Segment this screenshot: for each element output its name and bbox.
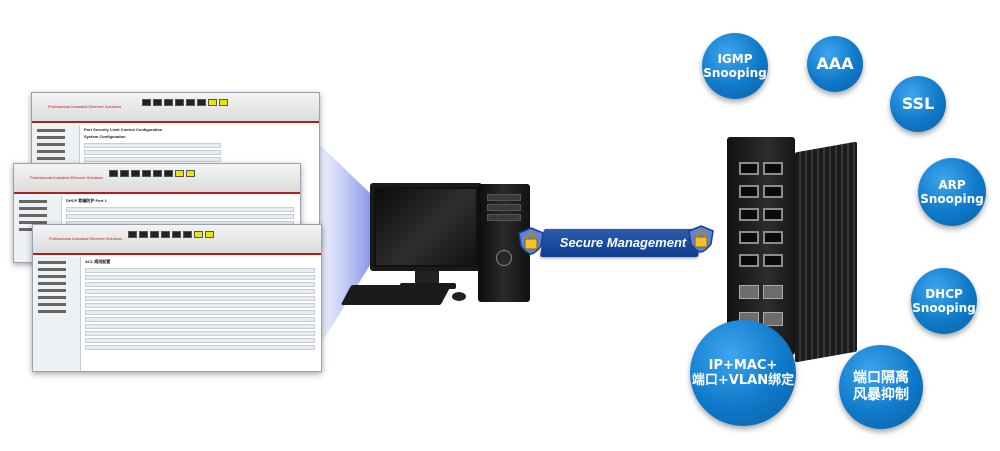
- aaa-bubble: AAA: [807, 36, 863, 92]
- screenshot-header: Professional Industrial Ethernet Solutio…: [32, 93, 319, 123]
- dhcp-snooping-label: DHCP Snooping: [912, 286, 976, 315]
- ip-mac-binding-label: IP+MAC+ 端口+VLAN绑定: [691, 357, 795, 388]
- screenshot-header: Professional Industrial Ethernet Solutio…: [14, 164, 300, 194]
- aaa-label: AAA: [816, 53, 854, 73]
- igmp-snooping-bubble: IGMP Snooping: [702, 33, 768, 99]
- ip-mac-binding-bubble: IP+MAC+ 端口+VLAN绑定: [690, 320, 796, 426]
- ssl-bubble: SSL: [890, 76, 946, 132]
- page-title: ACL 规则配置: [85, 259, 111, 264]
- secure-management-label: Secure Management: [559, 235, 687, 250]
- port-panel: [109, 170, 195, 177]
- arp-snooping-bubble: ARP Snooping: [918, 158, 986, 226]
- screenshot-content: ACL 规则配置: [85, 259, 315, 367]
- page-title: Port Security Limit Control Configuratio…: [84, 127, 163, 132]
- section-title: System Configuration: [84, 134, 126, 139]
- mouse: [452, 292, 466, 301]
- padlock-shield-icon: [518, 227, 544, 255]
- arp-snooping-label: ARP Snooping: [920, 177, 984, 206]
- hp-logo-icon: [496, 250, 512, 266]
- keyboard: [340, 285, 452, 305]
- screenshot-sidebar: [33, 257, 81, 371]
- screenshot-content: Port Security Limit Control Configuratio…: [84, 127, 313, 242]
- switch-heatsink: [795, 141, 857, 363]
- port-panel: [128, 231, 214, 238]
- padlock-shield-icon: [688, 225, 714, 253]
- igmp-snooping-label: IGMP Snooping: [703, 51, 767, 80]
- config-screenshot-middle: Professional Industrial Ethernet Solutio…: [13, 163, 301, 263]
- brand-logo: Professional Industrial Ethernet Solutio…: [48, 104, 122, 109]
- ssl-label: SSL: [901, 93, 935, 113]
- brand-logo: Professional Industrial Ethernet Solutio…: [30, 175, 104, 180]
- config-screenshot-front: Professional Industrial Ethernet Solutio…: [32, 224, 322, 372]
- monitor-stand: [415, 271, 439, 285]
- monitor: [370, 183, 482, 271]
- dhcp-snooping-bubble: DHCP Snooping: [911, 268, 977, 334]
- brand-logo: Professional Industrial Ethernet Solutio…: [49, 236, 123, 241]
- screenshot-header: Professional Industrial Ethernet Solutio…: [33, 225, 321, 255]
- port-panel: [142, 99, 228, 106]
- port-isolation-bubble: 端口隔离 风暴抑制: [839, 345, 923, 429]
- page-title: DHCP 欺骗防护 Port 1: [66, 198, 107, 203]
- port-isolation-label: 端口隔离 风暴抑制: [853, 370, 909, 403]
